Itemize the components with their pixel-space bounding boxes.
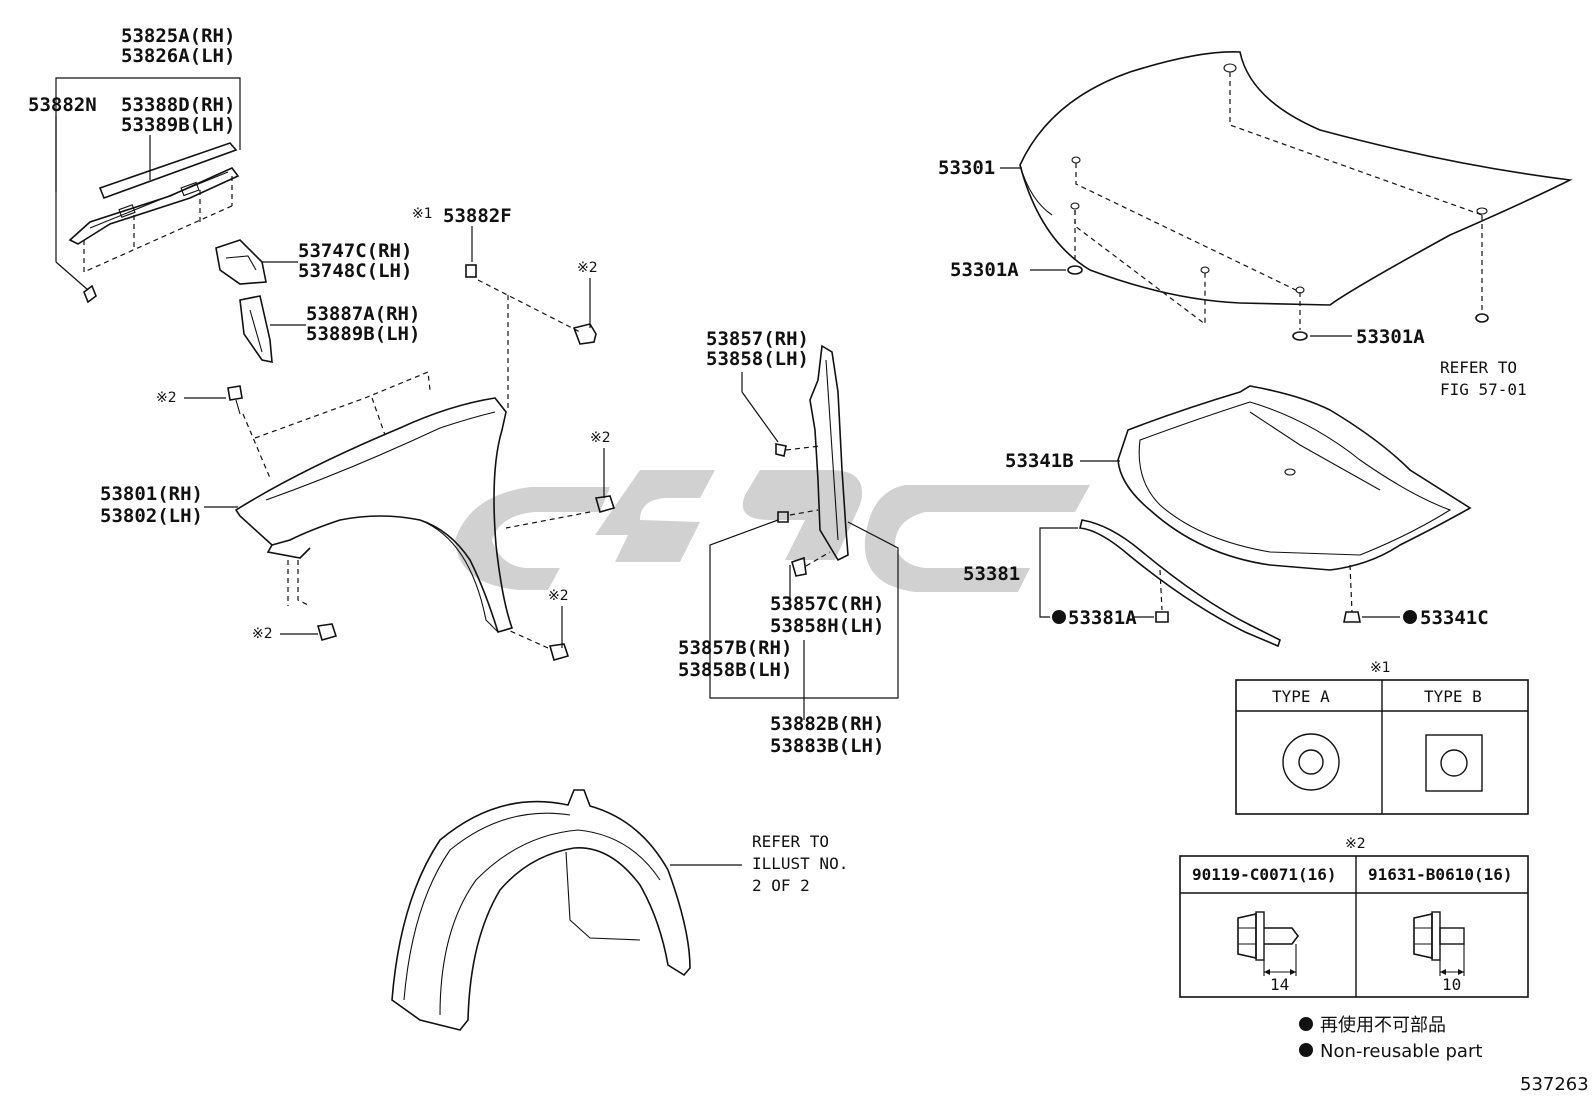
bolt-2-icon [1413, 911, 1465, 976]
bolt-1-icon [1237, 911, 1299, 976]
label-53801: 53801(RH) [100, 483, 203, 505]
bolt-length-1: 14 [1270, 975, 1289, 994]
hood-insulator: 53341B 53341C [1005, 385, 1489, 629]
label-53301A-right: 53301A [1356, 326, 1425, 348]
label-53341B: 53341B [1005, 450, 1074, 472]
fender-brackets: 53747C(RH) 53748C(LH) 53887A(RH) 53889B(… [215, 239, 420, 363]
label-53882N: 53882N [28, 94, 97, 116]
note2-mark-bolt-1: ※2 [577, 260, 598, 276]
front-fender: ※1 53882F ※2 ※2 53801(RH) 53802(LH) ※2 ※… [100, 205, 616, 661]
legend: 再使用不可部品 Non-reusable part [1299, 1015, 1482, 1062]
hood: 53301 53301A 53301A REFER TO FIG 57-01 [938, 51, 1573, 399]
label-refer-illust-line3: 2 OF 2 [752, 876, 810, 895]
table-header-type-a: TYPE A [1272, 687, 1330, 706]
legend-text-en: Non-reusable part [1320, 1041, 1482, 1062]
label-53826A: 53826A(LH) [121, 45, 235, 67]
fender-liner: REFER TO ILLUST NO. 2 OF 2 [391, 789, 848, 1031]
hood-seal: 53381 53381A [963, 519, 1281, 648]
label-53802: 53802(LH) [100, 505, 203, 527]
non-reusable-dot-53381A [1052, 610, 1066, 624]
cowl-seal-assembly: 53825A(RH) 53826A(LH) 53882N 53388D(RH) … [28, 25, 241, 304]
label-53887A: 53887A(RH) [306, 303, 420, 325]
label-53889B: 53889B(LH) [306, 323, 420, 345]
label-53747C: 53747C(RH) [298, 240, 412, 262]
label-53748C: 53748C(LH) [298, 260, 412, 282]
bolt-part-number-2: 91631-B0610(16) [1368, 865, 1513, 884]
legend-dot-jp [1299, 1017, 1313, 1031]
non-reusable-dot-53341C [1403, 610, 1417, 624]
label-refer-illust-line1: REFER TO [752, 832, 829, 851]
type-table: ※1 TYPE A TYPE B [1235, 660, 1529, 815]
legend-dot-en [1299, 1043, 1313, 1057]
note1-mark-table: ※1 [1370, 660, 1391, 676]
label-refer-illust-line2: ILLUST NO. [752, 854, 848, 873]
label-53857B: 53857B(RH) [678, 637, 792, 659]
label-refer-fig-line2: FIG 57-01 [1440, 380, 1527, 399]
note2-mark-bolt-2: ※2 [156, 390, 177, 406]
label-53341C: 53341C [1420, 607, 1489, 629]
label-53857: 53857(RH) [706, 328, 809, 350]
type-b-square-nut-icon [1425, 734, 1483, 792]
bolt-part-number-1: 90119-C0071(16) [1192, 865, 1337, 884]
label-53388D: 53388D(RH) [121, 94, 235, 116]
table-header-type-b: TYPE B [1424, 687, 1482, 706]
label-53858H: 53858H(LH) [770, 615, 884, 637]
label-53857C: 53857C(RH) [770, 593, 884, 615]
note2-mark-table: ※2 [1345, 836, 1366, 852]
label-refer-fig-line1: REFER TO [1440, 358, 1517, 377]
label-53381A: 53381A [1068, 607, 1137, 629]
label-53389B: 53389B(LH) [121, 114, 235, 136]
type-a-washer-icon [1282, 733, 1340, 791]
label-53858: 53858(LH) [706, 348, 809, 370]
note2-mark-bolt-5: ※2 [548, 588, 569, 604]
label-53882F: 53882F [443, 205, 512, 227]
label-53883B: 53883B(LH) [770, 735, 884, 757]
legend-text-jp: 再使用不可部品 [1320, 1015, 1446, 1036]
label-53858B: 53858B(LH) [678, 659, 792, 681]
bolt-table: ※2 90119-C0071(16) 91631-B0610(16) 14 [1179, 836, 1529, 998]
bolt-length-2: 10 [1442, 975, 1461, 994]
label-53882B: 53882B(RH) [770, 713, 884, 735]
note2-mark-bolt-3: ※2 [590, 430, 611, 446]
label-53301A-left: 53301A [950, 259, 1019, 281]
note2-mark-bolt-4: ※2 [252, 626, 273, 642]
label-53301: 53301 [938, 157, 995, 179]
label-53381: 53381 [963, 563, 1020, 585]
diagram-id: 537263 [1520, 1074, 1589, 1095]
label-53825A: 53825A(RH) [121, 25, 235, 47]
fender-support: 53857(RH) 53858(LH) 53857C(RH) 53858H(LH… [678, 328, 899, 757]
note1-mark-53882F: ※1 [412, 206, 433, 222]
